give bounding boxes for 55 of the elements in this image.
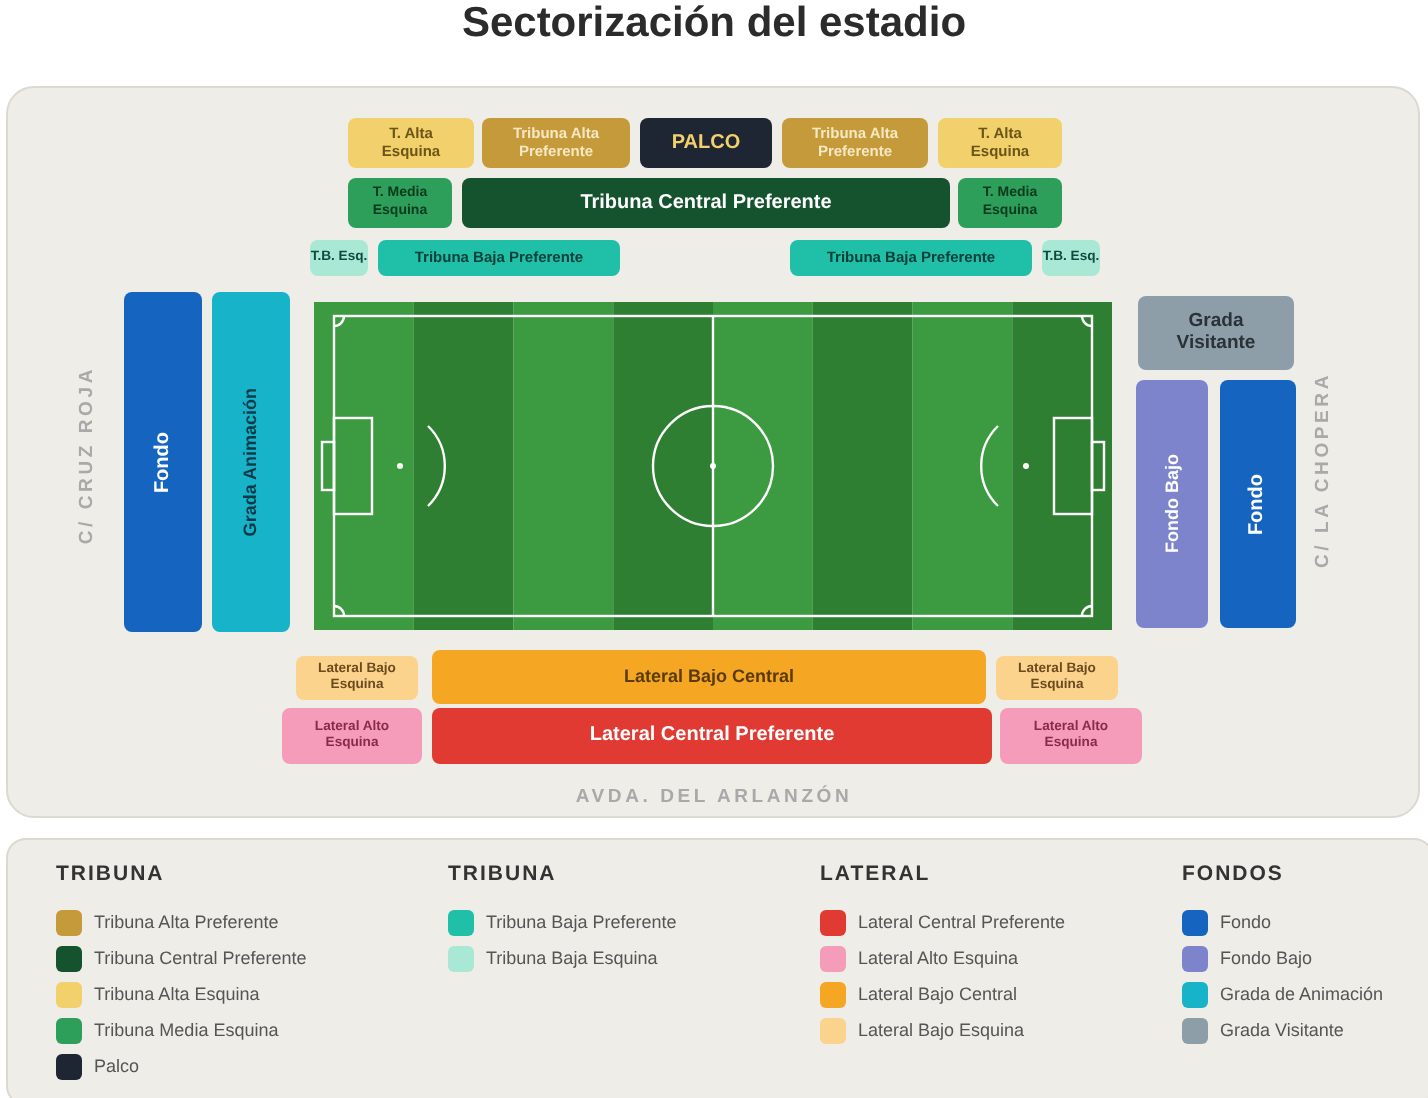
seating-section	[1000, 708, 1142, 764]
section-label: Fondo	[151, 431, 175, 493]
street-label: C/ LA CHOPERA	[1312, 372, 1334, 568]
section-label: Fondo	[1246, 473, 1270, 535]
seating-section	[996, 656, 1118, 700]
section-label: PALCO	[671, 131, 741, 155]
seating-section	[124, 292, 202, 632]
seating-section	[640, 118, 772, 168]
legend-label: Tribuna Central Preferente	[94, 946, 307, 972]
legend-heading: LATERAL	[820, 862, 931, 886]
legend-label: Tribuna Baja Preferente	[486, 910, 677, 936]
seating-section	[348, 178, 452, 228]
legend-label: Lateral Bajo Central	[858, 982, 1018, 1008]
seating-section	[1220, 380, 1296, 628]
legend-label: Tribuna Alta Preferente	[94, 910, 279, 936]
legend-label: Tribuna Media Esquina	[94, 1018, 279, 1044]
seating-section	[348, 118, 474, 168]
legend-label: Fondo Bajo	[1220, 946, 1313, 972]
section-label: Fondo Bajo	[1161, 454, 1183, 554]
section-label: Lateral Bajo Central	[623, 666, 795, 688]
section-label: Grada Visitante	[1174, 311, 1258, 355]
legend-heading: TRIBUNA	[448, 862, 557, 886]
seating-section	[1138, 296, 1294, 370]
seating-section	[782, 118, 928, 168]
section-label: Tribuna Central Preferente	[580, 191, 832, 215]
legend-label: Lateral Central Preferente	[858, 910, 1066, 936]
seating-section	[1042, 240, 1100, 276]
street-label: C/ CRUZ ROJA	[76, 366, 98, 545]
legend-label: Lateral Alto Esquina	[858, 946, 1019, 972]
legend-label: Lateral Bajo Esquina	[858, 1018, 1025, 1044]
legend-label: Grada Visitante	[1220, 1018, 1344, 1044]
seating-section	[310, 240, 368, 276]
seating-section	[282, 708, 422, 764]
seating-section	[432, 708, 992, 764]
legend-heading: FONDOS	[1182, 862, 1284, 886]
seating-section	[462, 178, 950, 228]
legend-heading: TRIBUNA	[56, 862, 165, 886]
seating-section	[790, 240, 1032, 276]
legend-label: Grada de Animación	[1220, 982, 1384, 1008]
seating-section	[432, 650, 986, 704]
section-label: Lateral Central Preferente	[589, 724, 835, 748]
legend-label: Tribuna Baja Esquina	[486, 946, 658, 972]
section-label: Grada Animación	[240, 387, 262, 537]
legend-label: Fondo	[1220, 910, 1272, 936]
seating-section	[378, 240, 620, 276]
seating-section	[1136, 380, 1208, 628]
seating-section	[958, 178, 1062, 228]
legend-label: Tribuna Alta Esquina	[94, 982, 260, 1008]
seating-section	[938, 118, 1062, 168]
seating-section	[212, 292, 290, 632]
street-label: AVDA. DEL ARLANZÓN	[575, 786, 853, 808]
diagram-title: Sectorización del estadio	[459, 0, 969, 48]
legend-label: Palco	[94, 1054, 140, 1080]
seating-section	[482, 118, 630, 168]
seating-section	[296, 656, 418, 700]
